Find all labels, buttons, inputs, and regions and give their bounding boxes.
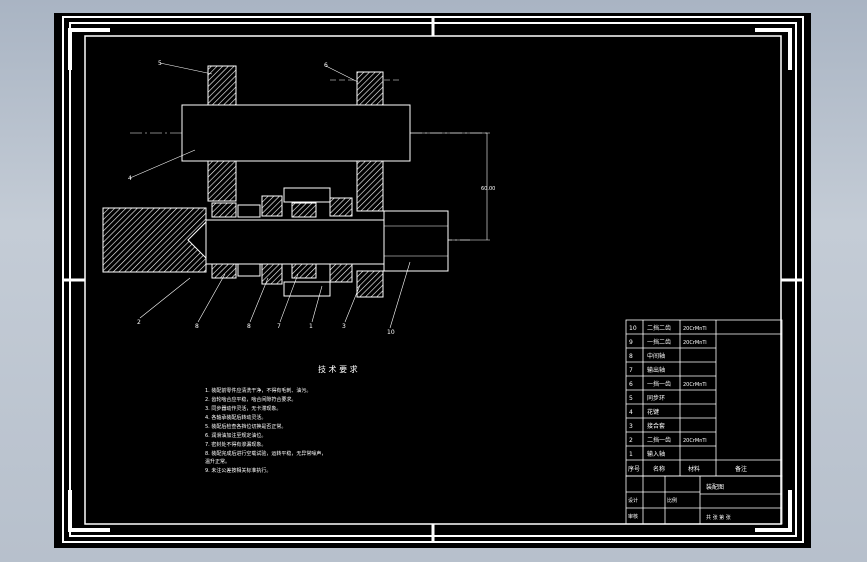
header-no: 序号 xyxy=(628,465,640,473)
parts-list-rows: 10 二挡二齿 20CrMnTi 9 一挡二齿 20CrMnTi 8 中间轴 7 输出轴 6 一挡一齿… xyxy=(629,324,707,458)
parts-row-name: 一挡二齿 xyxy=(647,338,671,346)
model-space-background xyxy=(54,13,811,548)
parts-list-header: 序号 名称 材料 备注 xyxy=(628,465,747,473)
note-line: 7. 密封处不得有渗漏现象。 xyxy=(205,441,266,448)
title-block xyxy=(625,475,783,525)
header-material: 材料 xyxy=(688,465,700,473)
parts-row-name: 输入轴 xyxy=(647,450,665,458)
parts-row-name: 花键 xyxy=(647,408,659,416)
parts-row-no: 3 xyxy=(629,423,633,430)
note-line: 8. 装配完成后进行空载试验，运转平稳，无异常噪声， xyxy=(205,450,326,457)
note-line: 3. 同步器动作灵活，无卡滞现象。 xyxy=(205,405,281,412)
header-remark: 备注 xyxy=(735,465,747,473)
header-name: 名称 xyxy=(653,465,665,473)
parts-row-name: 二挡二齿 xyxy=(647,324,671,332)
callout-label: 3 xyxy=(342,323,346,330)
note-line: 4. 各轴承装配后转动灵活。 xyxy=(205,414,266,421)
callout-label: 1 xyxy=(309,323,313,330)
parts-row-material: 20CrMnTi xyxy=(683,340,707,346)
checker-label: 审核 xyxy=(628,513,638,520)
callout-label: 6 xyxy=(324,62,328,69)
callout-label: 2 xyxy=(137,319,141,326)
parts-row-no: 10 xyxy=(629,325,637,332)
dimension-label: 60.00 xyxy=(481,186,495,192)
parts-row-no: 1 xyxy=(629,451,633,458)
parts-row-material: 20CrMnTi xyxy=(683,382,707,388)
parts-row-no: 5 xyxy=(629,395,633,402)
designer-label: 设计 xyxy=(628,497,638,504)
parts-row-name: 接合套 xyxy=(647,422,665,430)
notes-title: 技 术 要 求 xyxy=(318,364,358,374)
note-line: 6. 润滑油加注至规定油位。 xyxy=(205,432,266,439)
parts-row-no: 7 xyxy=(629,367,633,374)
technical-notes: 技 术 要 求 1. 装配前零件应清洗干净，不得有毛刺、油污。 2. 齿轮啮合应… xyxy=(205,364,358,474)
callout-label: 4 xyxy=(128,175,132,182)
parts-row-no: 2 xyxy=(629,437,633,444)
callout-label: 8 xyxy=(195,323,199,330)
note-line: 1. 装配前零件应清洗干净，不得有毛刺、油污。 xyxy=(205,387,311,394)
parts-row-material: 20CrMnTi xyxy=(683,438,707,444)
parts-row-no: 8 xyxy=(629,353,633,360)
parts-row-name: 同步环 xyxy=(647,394,665,402)
sheet-label: 共 张 第 张 xyxy=(706,514,731,521)
assembly-section-view xyxy=(102,62,490,329)
note-line: 9. 未注公差按相关标准执行。 xyxy=(205,467,271,474)
scale-label: 比例 xyxy=(667,497,677,504)
parts-row-name: 中间轴 xyxy=(647,352,665,360)
parts-row-no: 9 xyxy=(629,339,633,346)
drawing-name: 装配图 xyxy=(706,483,724,491)
parts-row-material: 20CrMnTi xyxy=(683,326,707,332)
callout-label: 10 xyxy=(387,329,395,336)
parts-row-name: 一挡一齿 xyxy=(647,380,671,388)
drawing-border xyxy=(62,16,804,543)
part-callouts: 5 6 4 2 8 8 7 1 3 10 60.00 xyxy=(128,60,495,336)
note-line: 温升正常。 xyxy=(205,458,230,465)
callout-label: 7 xyxy=(277,323,281,330)
note-line: 2. 齿轮啮合应平稳，啮合间隙符合要求。 xyxy=(205,396,296,403)
parts-row-no: 6 xyxy=(629,381,633,388)
parts-row-no: 4 xyxy=(629,409,633,416)
callout-label: 5 xyxy=(158,60,162,67)
note-line: 5. 装配后检查各挡位切换是否正常。 xyxy=(205,423,286,430)
parts-list-table xyxy=(625,319,783,477)
callout-label: 8 xyxy=(247,323,251,330)
title-block-text: 装配图 设计 审核 比例 共 张 第 张 xyxy=(628,483,731,521)
parts-row-name: 二挡一齿 xyxy=(647,436,671,444)
parts-row-name: 输出轴 xyxy=(647,366,665,374)
